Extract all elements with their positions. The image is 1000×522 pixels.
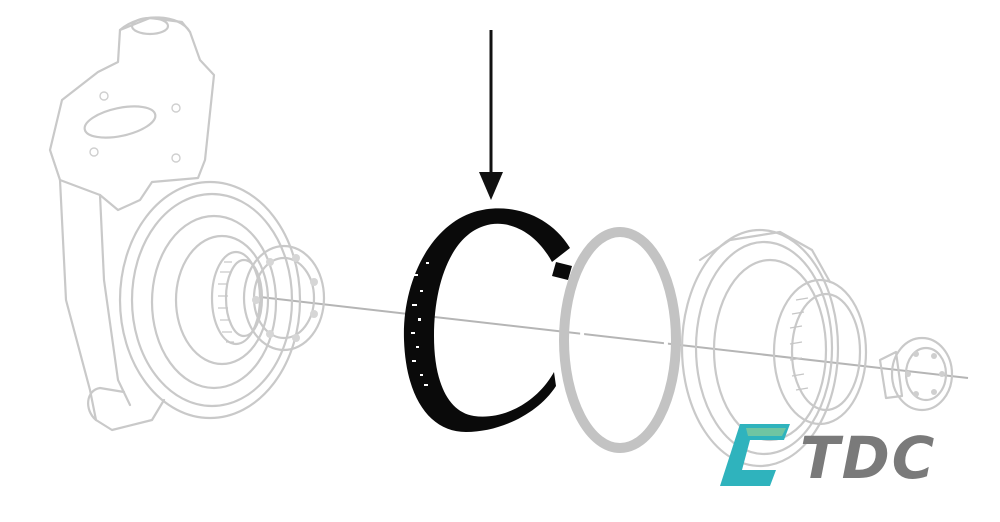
logo-mark-icon <box>720 424 790 486</box>
inner-ring <box>559 227 681 453</box>
outer-bearing <box>878 336 954 412</box>
steering-knuckle <box>48 16 326 432</box>
tdc-logo: TDC <box>720 424 936 492</box>
assembly-axis-line <box>259 296 969 379</box>
wheel-hub <box>680 228 868 468</box>
logo-text: TDC <box>800 424 936 492</box>
indicator-arrow <box>479 30 503 200</box>
seal-ring-highlighted <box>403 208 572 432</box>
